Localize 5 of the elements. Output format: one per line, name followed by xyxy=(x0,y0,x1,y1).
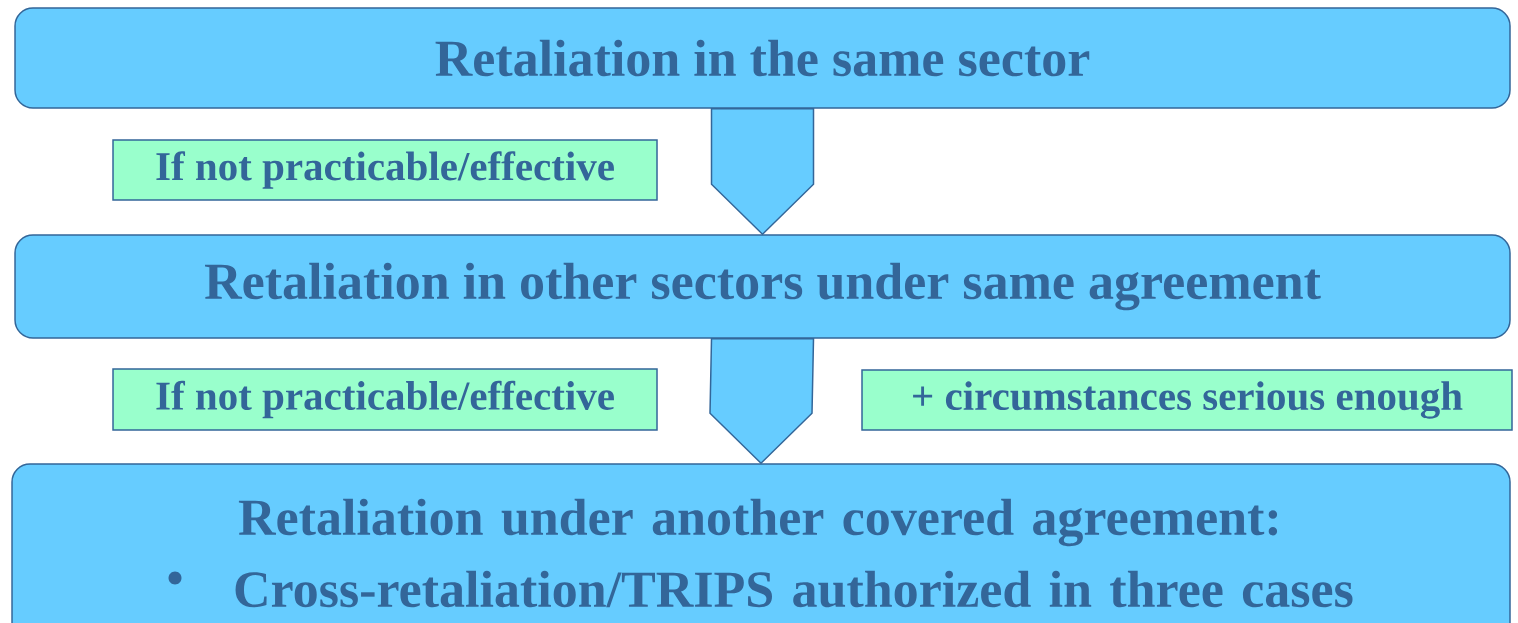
block-arrow xyxy=(709,338,815,465)
condition-box: If not practicable/effective xyxy=(112,368,658,431)
block-arrow xyxy=(710,108,815,236)
condition-box: If not practicable/effective xyxy=(112,139,658,201)
condition-box: + circumstances serious enough xyxy=(861,369,1513,431)
